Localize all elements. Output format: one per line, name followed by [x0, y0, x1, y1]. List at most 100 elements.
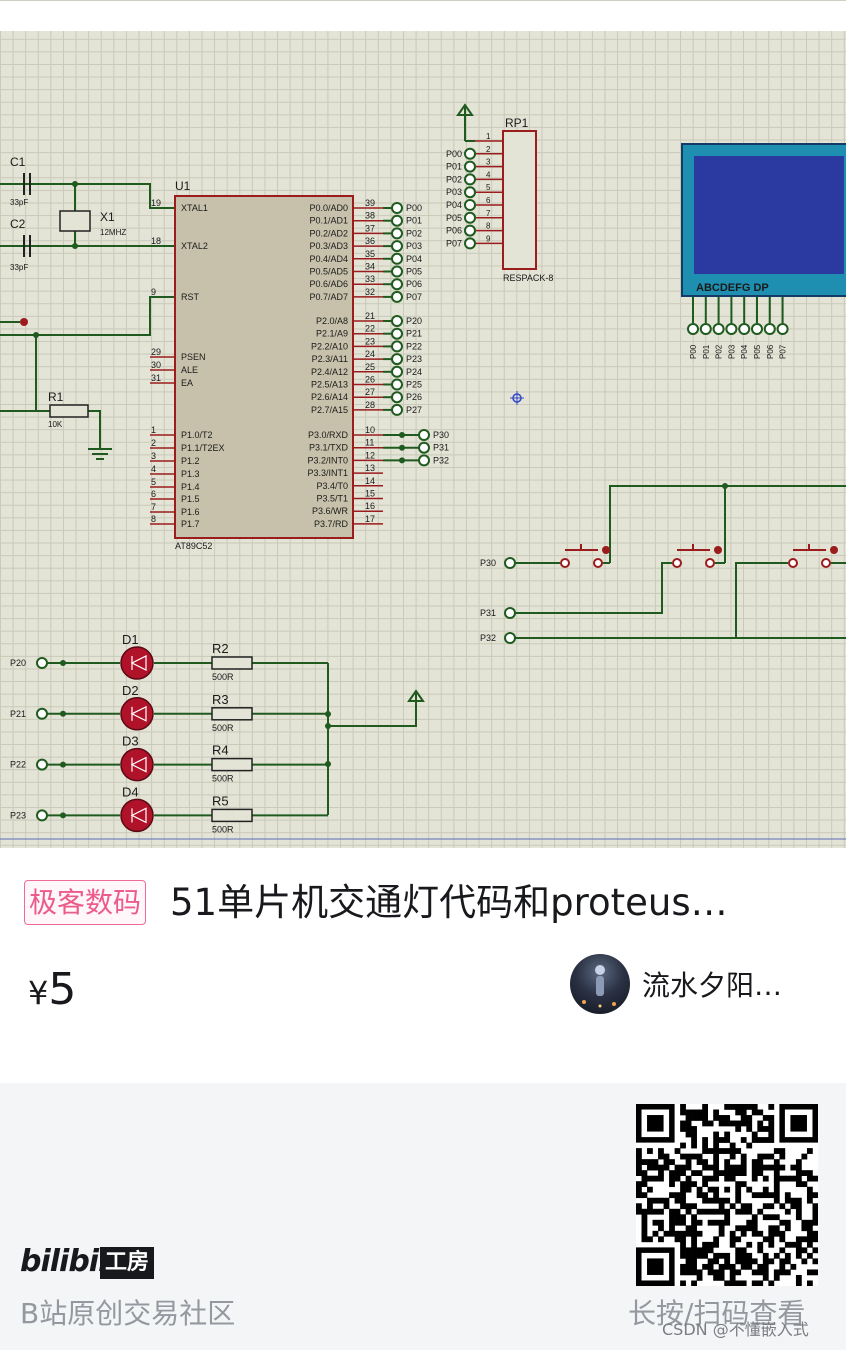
mcu-pin-name: P1.4	[181, 482, 200, 492]
qr-module	[784, 1252, 791, 1259]
qr-module	[658, 1225, 664, 1232]
qr-module	[746, 1263, 753, 1270]
qr-module	[669, 1230, 675, 1237]
seller-name[interactable]: 流水夕阳…	[642, 969, 783, 1002]
qr-module	[729, 1120, 736, 1127]
button-net-label: P31	[480, 608, 496, 618]
respack-pin-number: 8	[486, 222, 491, 231]
qr-module	[724, 1115, 731, 1121]
qr-module	[735, 1247, 742, 1254]
display-net-label: P03	[727, 344, 736, 359]
qr-module	[790, 1203, 797, 1210]
qr-module	[790, 1197, 797, 1204]
mcu-pin-name: P3.6/WR	[312, 506, 349, 516]
mcu-pin-number: 35	[365, 249, 375, 259]
qr-module	[751, 1219, 758, 1226]
led-net-terminal	[36, 758, 48, 771]
qr-module	[696, 1274, 703, 1281]
mcu-pin-name: P2.5/A13	[311, 380, 348, 390]
qr-module	[713, 1131, 720, 1138]
qr-module	[746, 1142, 753, 1149]
display-net-terminal	[738, 323, 751, 335]
button-net-terminal	[504, 632, 516, 644]
qr-module	[773, 1230, 780, 1237]
qr-module	[729, 1230, 736, 1237]
qr-module	[691, 1269, 697, 1276]
net-terminal	[391, 403, 403, 416]
community-slogan: B站原创交易社区	[20, 1297, 236, 1330]
qr-module	[685, 1230, 692, 1237]
led-resistor-value: 500R	[212, 723, 234, 733]
net-terminal	[418, 429, 430, 441]
button-net-label: P32	[480, 633, 496, 643]
qr-module	[790, 1164, 797, 1171]
qr-module	[641, 1219, 648, 1226]
qr-module	[724, 1164, 731, 1171]
qr-module	[751, 1192, 758, 1199]
respack-net-terminal	[464, 224, 476, 237]
qr-module	[691, 1263, 697, 1270]
respack-net-label: P00	[446, 149, 462, 159]
mcu-pin-number: 8	[151, 514, 156, 524]
qr-module	[680, 1214, 686, 1221]
mcu-pin-name: P2.6/A14	[311, 392, 348, 402]
qr-module	[762, 1203, 769, 1210]
qr-module	[729, 1164, 736, 1171]
qr-module	[718, 1203, 725, 1210]
mcu-pin-number: 18	[151, 236, 161, 246]
junction-dot	[60, 812, 66, 819]
qr-code-icon[interactable]	[636, 1104, 818, 1286]
seller-avatar[interactable]	[570, 954, 630, 1014]
qr-module	[680, 1280, 686, 1286]
display-net-terminal	[687, 323, 699, 335]
qr-module	[680, 1197, 686, 1204]
qr-module	[685, 1258, 692, 1265]
qr-module	[757, 1263, 764, 1270]
price-currency: ¥	[28, 974, 49, 1012]
qr-module	[724, 1131, 731, 1138]
respack-ref: RP1	[505, 116, 529, 130]
qr-module	[735, 1236, 742, 1243]
qr-module	[652, 1159, 659, 1165]
net-label: P23	[406, 354, 422, 364]
qr-module	[751, 1164, 758, 1171]
xtal1-wire	[0, 183, 175, 209]
qr-module	[773, 1252, 780, 1259]
led-net-terminal	[36, 809, 48, 822]
net-label: P01	[406, 216, 422, 226]
led-diode-symbol	[130, 756, 147, 773]
button-contact	[560, 558, 570, 568]
qr-module	[735, 1280, 742, 1286]
qr-module	[680, 1241, 686, 1248]
respack-pin-number: 1	[486, 132, 491, 141]
qr-module	[773, 1214, 780, 1221]
respack-pin-number: 9	[486, 234, 491, 243]
mcu-pin-name: XTAL1	[181, 203, 208, 213]
qr-module	[735, 1225, 742, 1232]
qr-module	[707, 1247, 714, 1254]
led-ref: D3	[122, 734, 139, 749]
qr-module	[680, 1263, 686, 1270]
qr-finder	[647, 1258, 664, 1275]
qr-module	[707, 1269, 714, 1276]
product-title[interactable]: 51单片机交通灯代码和proteus…	[170, 881, 728, 924]
net-terminal	[391, 240, 403, 253]
qr-module	[680, 1203, 686, 1210]
qr-module	[779, 1263, 786, 1270]
qr-module	[696, 1208, 703, 1215]
qr-module	[773, 1225, 780, 1232]
mcu-pin-number: 3	[151, 451, 156, 461]
respack-net-label: P03	[446, 187, 462, 197]
qr-module	[674, 1208, 681, 1215]
qr-module	[806, 1148, 813, 1154]
mcu-pin-number: 22	[365, 324, 375, 334]
display-segment-labels: ABCDEFG DP	[696, 282, 769, 294]
mcu-pin-number: 31	[151, 373, 161, 383]
qr-module	[696, 1269, 703, 1276]
qr-module	[707, 1263, 714, 1270]
scan-hint: 长按/扫码查看	[628, 1297, 806, 1330]
mcu-pin-name: P2.2/A10	[311, 341, 348, 351]
crystal-ref: X1	[100, 210, 115, 224]
mcu-pin-name: P1.6	[181, 507, 200, 517]
